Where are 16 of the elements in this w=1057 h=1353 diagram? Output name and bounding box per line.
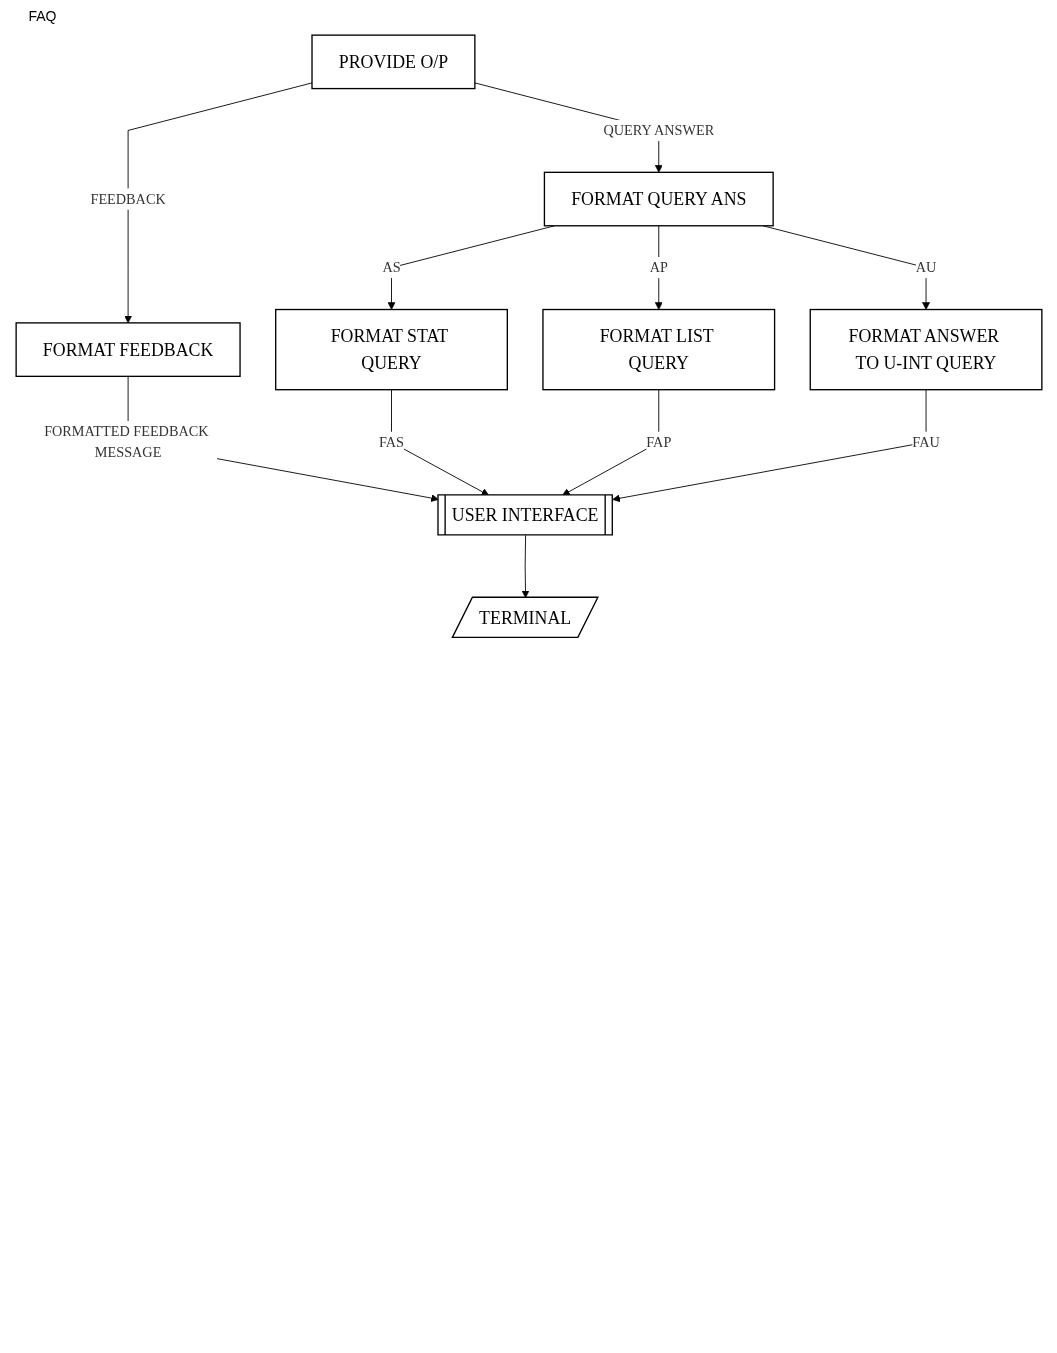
- edge-label: FAS: [378, 434, 404, 450]
- node-box: FORMAT QUERY ANS: [543, 171, 774, 227]
- node-box: FORMAT ANSWER TO U-INT QUERY: [809, 308, 1043, 391]
- node-box: FORMAT LIST QUERY: [541, 308, 775, 391]
- edge-label: AS: [381, 259, 401, 275]
- edge-label: AP: [649, 259, 668, 275]
- edge-label: FEEDBACK: [89, 191, 166, 207]
- data-couple-label: FAQ: [28, 8, 58, 24]
- edge-label: FORMATTED FEEDBACK MESSAGE: [43, 423, 208, 461]
- node-box: PROVIDE O/P: [310, 34, 476, 90]
- edge-label: FAP: [645, 434, 671, 450]
- edge-label: FAU: [911, 434, 940, 450]
- node-box: FORMAT FEEDBACK: [14, 322, 241, 377]
- edge-label: QUERY ANSWER: [602, 122, 714, 138]
- edge-label: AU: [915, 259, 936, 275]
- node-box: FORMAT STAT QUERY: [274, 308, 508, 391]
